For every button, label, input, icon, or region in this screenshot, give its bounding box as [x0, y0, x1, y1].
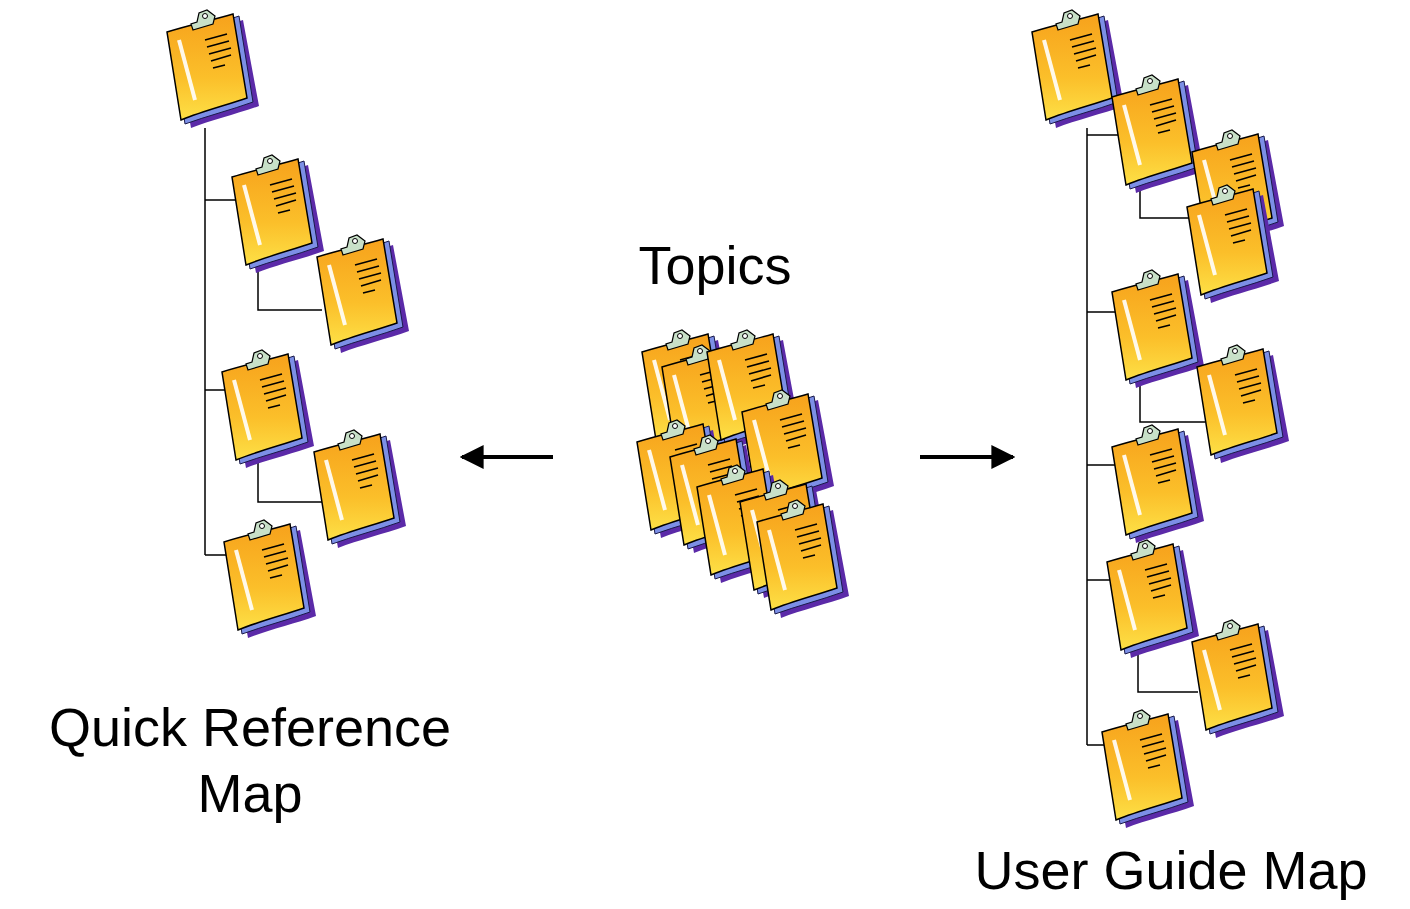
tree-lines [205, 128, 1205, 745]
map-label: Quick Reference Map [15, 695, 485, 827]
map-label: User Guide Map [936, 838, 1406, 904]
group-label: Topics [565, 233, 865, 299]
arrows [462, 455, 1013, 459]
